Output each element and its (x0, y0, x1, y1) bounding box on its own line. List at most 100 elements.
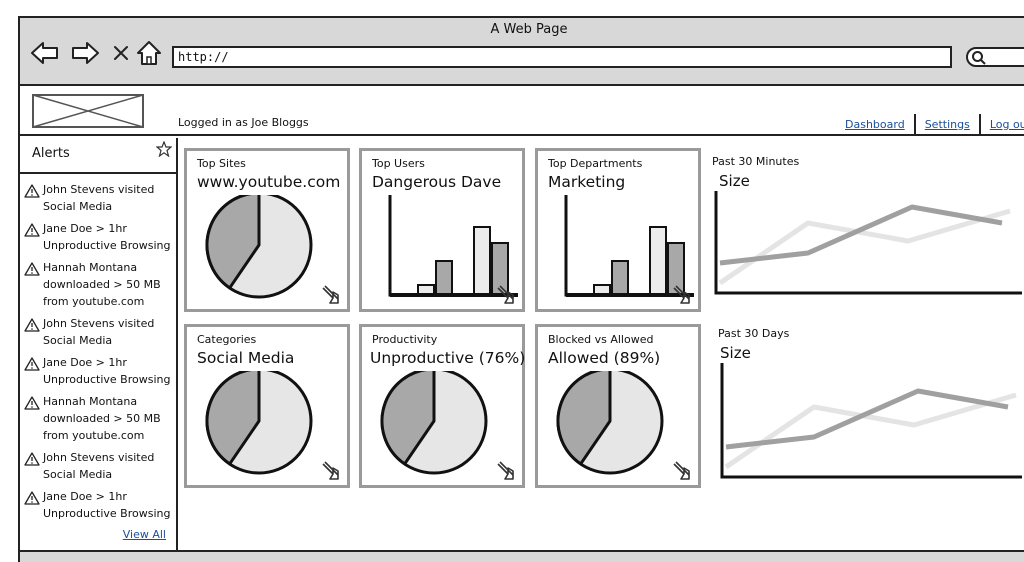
pie-slice-dark (556, 371, 612, 466)
widget-categories[interactable]: Categories Social Media (184, 324, 350, 488)
view-all-link[interactable]: View All (122, 528, 166, 541)
pie-chart (556, 371, 664, 475)
bar (473, 226, 491, 296)
alert-text-line: Jane Doe > 1hr (43, 356, 127, 369)
warning-icon (24, 396, 40, 410)
bar-chart (388, 195, 518, 297)
line-chart (720, 363, 1022, 479)
panel-value: Size (719, 172, 750, 190)
trend-past-30-minutes: Past 30 Minutes Size (712, 155, 1022, 305)
warning-icon (24, 262, 40, 276)
alert-text-line: downloaded > 50 MB (43, 278, 161, 291)
widget-value: Allowed (89%) (548, 349, 661, 367)
widget-value: Marketing (548, 173, 626, 191)
alert-text-line: Unproductive Browsing (43, 507, 171, 520)
trend-line-light (718, 208, 1011, 286)
search-box[interactable] (966, 47, 1024, 67)
warning-icon (24, 452, 40, 466)
alert-item[interactable]: Hannah Montana downloaded > 50 MB from you… (20, 256, 176, 312)
logged-in-text: Logged in as Joe Bloggs (178, 116, 309, 129)
back-arrow-icon (31, 42, 58, 64)
line-chart (714, 191, 1022, 295)
pie-slice-dark (380, 371, 436, 466)
widget-blocked-vs-allowed[interactable]: Blocked vs Allowed Allowed (89%) (535, 324, 701, 488)
pie-slice-dark (205, 195, 261, 290)
expand-arrow-icon[interactable] (671, 282, 695, 306)
dashboard-link[interactable]: Dashboard (845, 117, 905, 131)
home-button[interactable] (134, 38, 164, 68)
warning-icon (24, 491, 40, 505)
expand-arrow-icon[interactable] (320, 458, 344, 482)
status-bar (20, 550, 1024, 562)
settings-link[interactable]: Settings (924, 117, 970, 131)
expand-arrow-icon[interactable] (671, 458, 695, 482)
address-bar[interactable]: http:// (172, 46, 952, 68)
expand-arrow-icon[interactable] (495, 282, 519, 306)
trend-line-light (724, 392, 1017, 470)
nav-divider (913, 114, 916, 134)
widget-productivity[interactable]: Productivity Unproductive (76%) (359, 324, 525, 488)
bar (611, 260, 629, 296)
widget-label: Productivity (372, 333, 438, 346)
pie-chart (205, 371, 313, 475)
alerts-header: Alerts (20, 138, 176, 174)
browser-window: A Web Page http:// Logged in as Joe Blog… (18, 16, 1024, 562)
trend-past-30-days: Past 30 Days Size (718, 327, 1022, 497)
warning-icon (24, 184, 40, 198)
widget-top-users[interactable]: Top Users Dangerous Dave (359, 148, 525, 312)
logout-link[interactable]: Log out (989, 117, 1024, 131)
widget-value: Unproductive (76%) (370, 349, 526, 367)
panel-label: Past 30 Minutes (712, 155, 800, 168)
page-header: Logged in as Joe Bloggs Dashboard Settin… (20, 88, 1024, 136)
widget-label: Blocked vs Allowed (548, 333, 654, 346)
line-axis (720, 363, 1022, 479)
pie-slice-dark (205, 371, 261, 466)
trend-line-dark (719, 204, 1003, 266)
alert-text-line: Social Media (43, 200, 113, 213)
line-axis (714, 191, 1022, 295)
search-icon (972, 51, 986, 65)
alert-text-line: Jane Doe > 1hr (43, 222, 127, 235)
stop-button[interactable] (106, 38, 136, 68)
top-nav: Dashboard Settings Log out (836, 114, 1024, 134)
browser-toolbar: A Web Page http:// (20, 18, 1024, 86)
alert-text: Hannah Montana downloaded > 50 MB from you… (43, 259, 161, 310)
widget-value: Dangerous Dave (372, 173, 502, 191)
alert-text-line: Hannah Montana (43, 395, 138, 408)
alert-text-line: from youtube.com (43, 429, 145, 442)
forward-button[interactable] (70, 38, 100, 68)
trend-line-dark (725, 388, 1009, 450)
bar (649, 226, 667, 296)
widget-top-departments[interactable]: Top Departments Marketing (535, 148, 701, 312)
alert-text-line: John Stevens visited (43, 451, 155, 464)
alert-text-line: John Stevens visited (43, 183, 155, 196)
back-button[interactable] (30, 38, 60, 68)
widget-top-sites[interactable]: Top Sites www.youtube.com (184, 148, 350, 312)
warning-icon (24, 318, 40, 332)
alert-item[interactable]: Hannah Montana downloaded > 50 MB from you… (20, 390, 176, 446)
alert-text-line: Hannah Montana (43, 261, 138, 274)
star-icon[interactable] (156, 141, 172, 157)
window-title: A Web Page (490, 22, 568, 37)
panel-value: Size (720, 344, 751, 362)
expand-arrow-icon[interactable] (320, 282, 344, 306)
widget-value: Social Media (197, 349, 295, 367)
alert-text-line: downloaded > 50 MB (43, 412, 161, 425)
expand-arrow-icon[interactable] (495, 458, 519, 482)
alert-text-line: from youtube.com (43, 295, 145, 308)
pie-chart (205, 195, 313, 299)
warning-icon (24, 357, 40, 371)
home-icon (137, 41, 161, 65)
alert-text: Hannah Montana downloaded > 50 MB from you… (43, 393, 161, 444)
widget-label: Categories (197, 333, 257, 346)
